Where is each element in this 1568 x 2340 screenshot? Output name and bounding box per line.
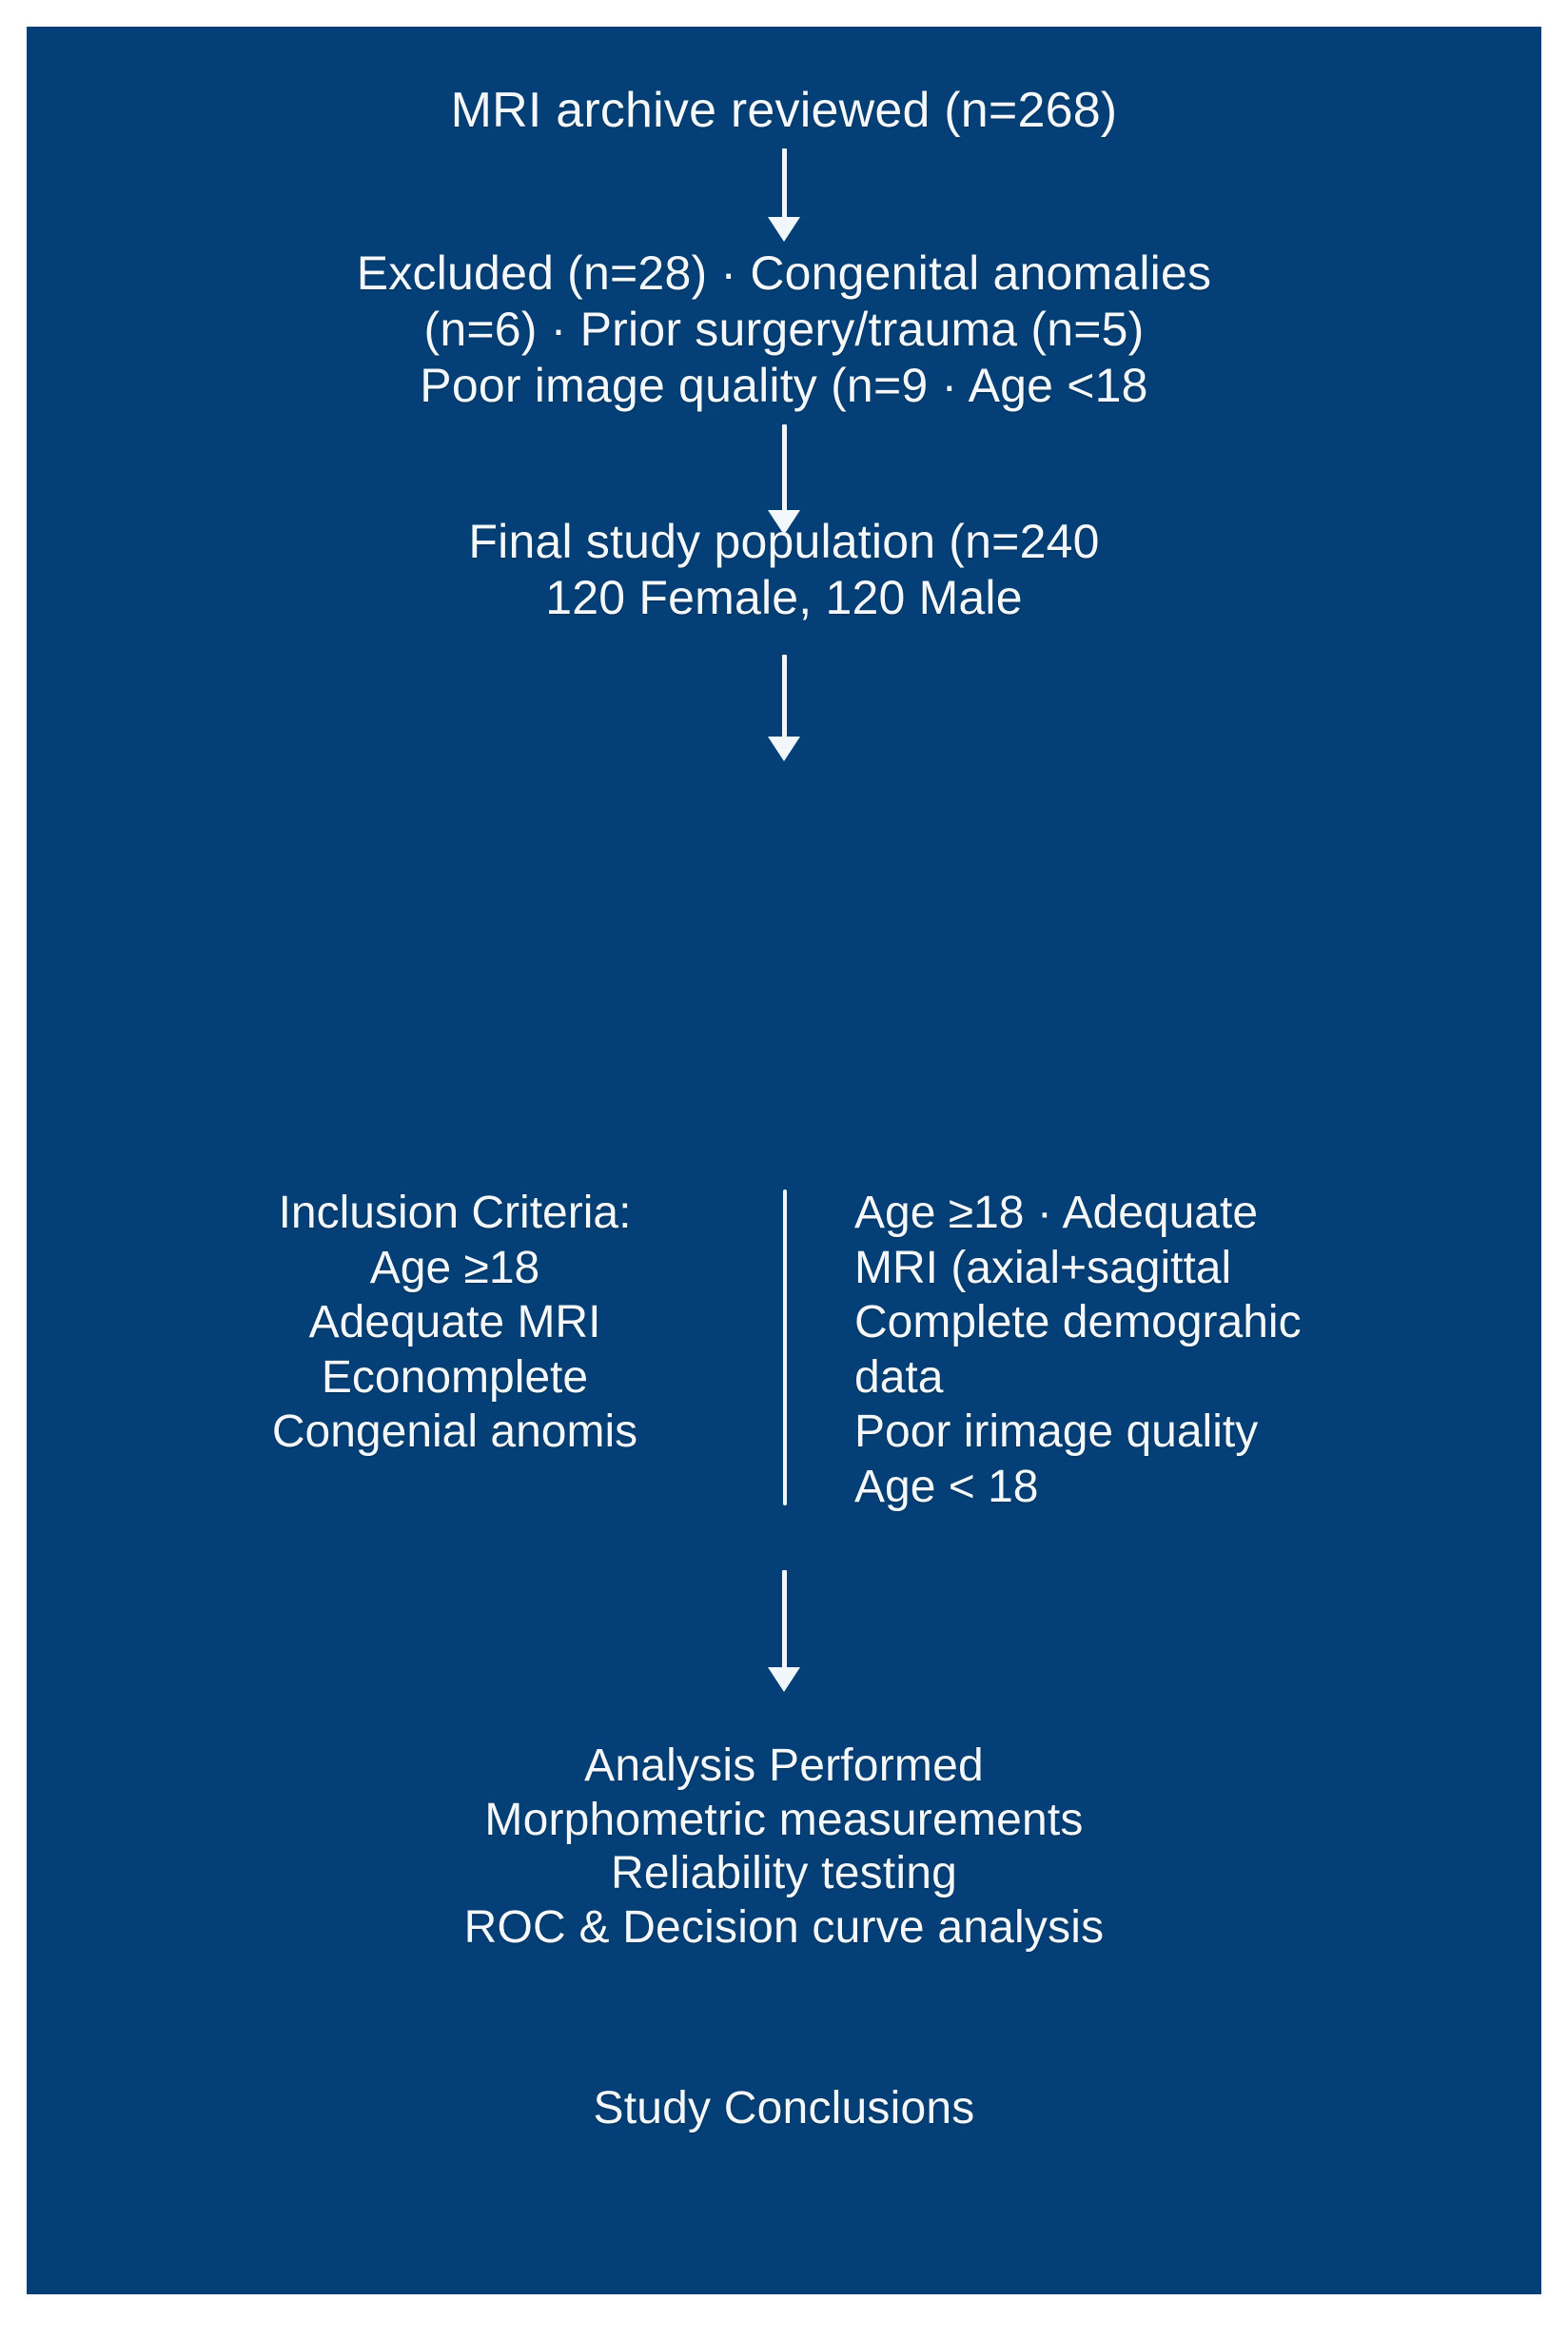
exclusion-line-1: Age ≥18 · Adequate [854,1188,1259,1238]
arrow-head [768,217,800,242]
arrow-shaft [781,424,787,512]
exclusion-line-4: data [854,1351,944,1403]
exclusion-line-3: Complete demograhic [854,1297,1302,1348]
inclusion-line-3: Adequate MRI [308,1297,601,1348]
excluded-line-1: Excluded (n=28) · Congenital anomalies [356,246,1212,300]
analysis-line-3: Reliability testing [611,1848,957,1899]
arrow-criteria-to-analysis [755,1570,813,1699]
node-final-population: Final study population (n=240 120 Female… [27,514,1541,626]
archive-line-1: MRI archive reviewed (n=268) [450,83,1118,138]
analysis-line-4: ROC & Decision curve analysis [463,1901,1105,1953]
conclusions-line-1: Study Conclusions [593,2083,975,2134]
node-excluded: Excluded (n=28) · Congenital anomalies (… [27,246,1541,414]
analysis-line-1: Analysis Performed [584,1740,984,1791]
node-study-conclusions: Study Conclusions [27,2082,1541,2136]
excluded-line-3: Poor image quality (n=9 · Age <18 [420,359,1148,412]
inclusion-line-1: Inclusion Criteria: [278,1188,632,1238]
final-population-line-1: Final study population (n=240 [468,515,1100,568]
final-population-line-2: 120 Female, 120 Male [545,571,1023,624]
exclusion-line-5: Poor irimage quality [854,1406,1259,1458]
arrow-shaft [781,655,787,738]
arrow-archive-to-excluded [755,148,813,244]
exclusion-line-2: MRI (axial+sagittal [854,1242,1232,1293]
arrow-final-to-criteria [755,655,813,769]
arrow-head [768,1667,800,1692]
arrow-shaft [781,1570,787,1669]
criteria-divider [783,1190,787,1505]
node-analysis-performed: Analysis Performed Morphometric measurem… [27,1740,1541,1956]
arrow-shaft [781,148,787,219]
exclusion-criteria-column: Age ≥18 · Adequate MRI (axial+sagittal C… [854,1186,1520,1515]
arrow-head [768,510,800,535]
arrow-excluded-to-final [755,424,813,539]
excluded-line-2: (n=6) · Prior surgery/trauma (n=5) [423,303,1145,356]
inclusion-line-2: Age ≥18 [369,1242,540,1293]
exclusion-line-6: Age < 18 [854,1461,1039,1512]
flowchart-canvas: MRI archive reviewed (n=268) Excluded (n… [27,27,1541,2294]
node-archive-reviewed: MRI archive reviewed (n=268) [27,82,1541,140]
inclusion-criteria-column: Inclusion Criteria: Age ≥18 Adequate MRI… [169,1186,740,1460]
arrow-head [768,737,800,761]
analysis-line-2: Morphometric measurements [484,1794,1084,1845]
inclusion-line-5: Congenial anomis [271,1406,638,1458]
inclusion-line-4: Economplete [321,1351,589,1403]
